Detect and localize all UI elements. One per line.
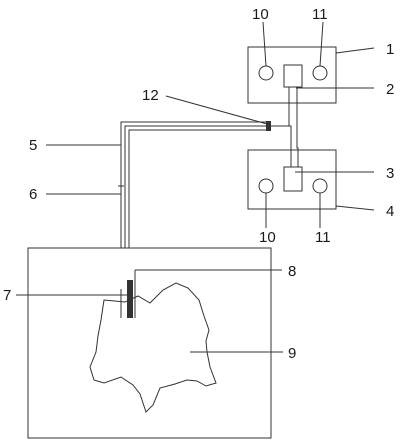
label-11-bottom: 11 [315, 229, 331, 246]
leader-4 [335, 205, 375, 211]
connector-link-line-2 [296, 87, 299, 167]
probe-7 [127, 280, 133, 318]
irregular-object-9 [89, 282, 217, 413]
leader-12 [165, 95, 268, 125]
label-1: 1 [386, 41, 394, 58]
label-4: 4 [386, 203, 394, 220]
leader-11-top [319, 21, 324, 67]
connector-link-line [288, 87, 292, 167]
label-5: 5 [29, 137, 37, 154]
label-11-top: 11 [312, 6, 328, 23]
label-10-bottom: 10 [259, 229, 276, 246]
label-2: 2 [386, 81, 394, 98]
leader-1 [335, 47, 375, 54]
label-9: 9 [288, 345, 296, 362]
upper-connector-2 [283, 64, 303, 88]
label-12: 12 [142, 87, 159, 104]
container-tank [27, 247, 272, 439]
leader-10-top [262, 21, 267, 67]
label-10-top: 10 [252, 6, 269, 23]
label-6: 6 [29, 186, 37, 203]
fiber-inner [128, 129, 270, 289]
fiber-outer [120, 121, 270, 289]
label-7: 7 [3, 287, 11, 304]
fiber-coupler-12 [266, 121, 271, 131]
label-8: 8 [288, 263, 296, 280]
label-3: 3 [386, 165, 394, 182]
lower-connector-3 [283, 166, 303, 192]
fiber-middle [124, 125, 270, 289]
